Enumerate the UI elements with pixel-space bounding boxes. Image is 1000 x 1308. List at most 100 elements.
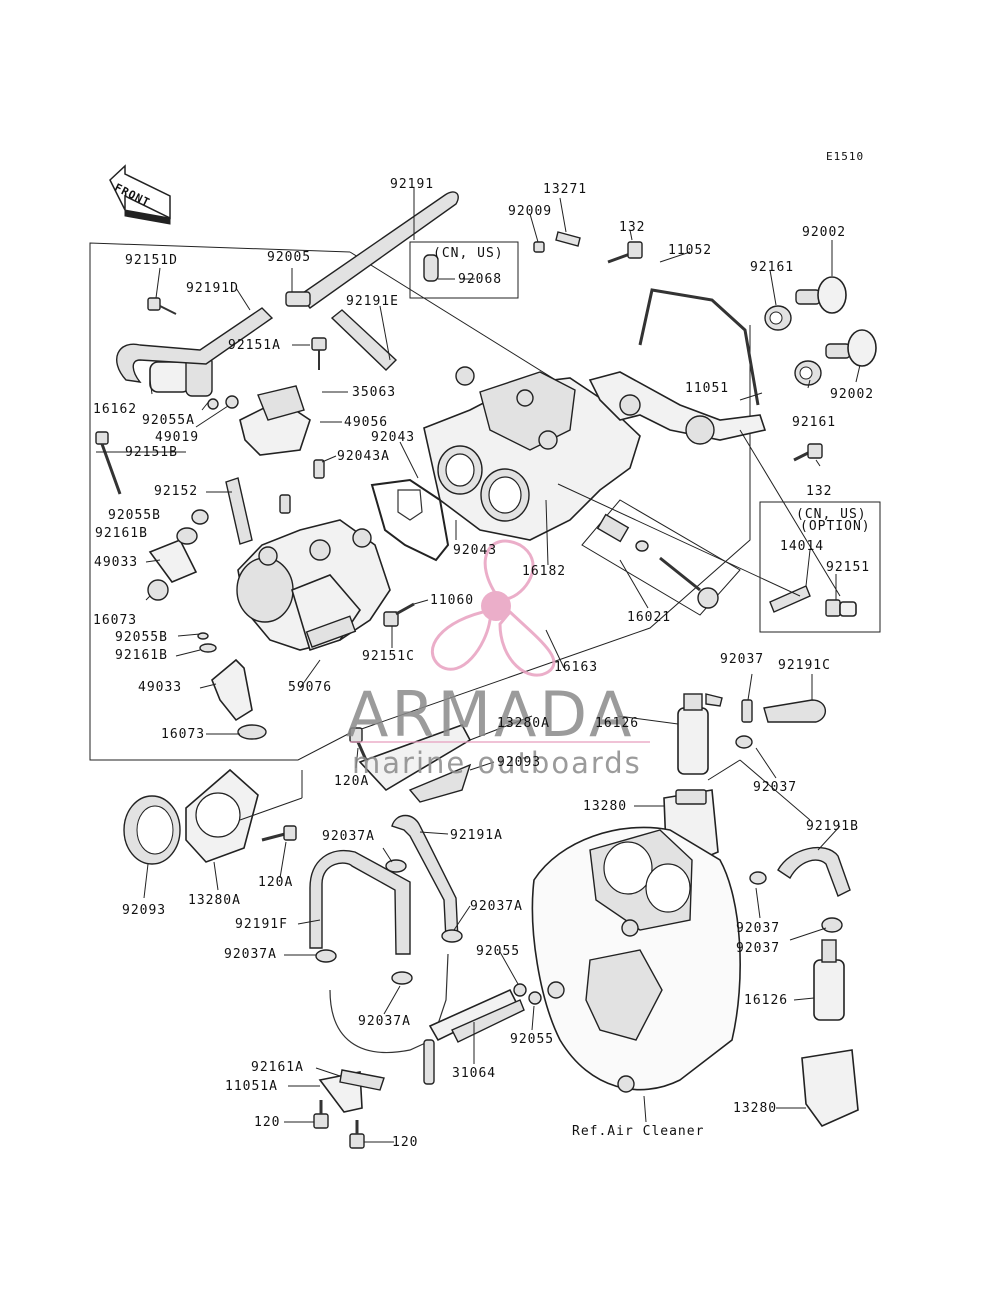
part-label: 92191F [235,917,288,932]
clamp-92037A [385,859,407,873]
flange-13280A [185,768,259,863]
part-label: 92191 [390,177,435,192]
part-label: 92037 [753,780,798,795]
part-label: 16126 [595,716,640,731]
throttle-body [423,366,641,541]
part-label: 16163 [554,660,599,675]
part-label: 92151C [362,649,415,664]
pressure-regulator [149,355,311,456]
watermark-brand: ARMADA [346,678,635,751]
screw-92009 [533,241,545,253]
part-label: 120A [334,774,370,789]
part-label: 13280A [188,893,241,908]
gasket-11060 [370,478,450,562]
seal-92093 [123,795,181,865]
part-label: 92151D [125,253,178,268]
part-label: 35063 [352,385,397,400]
part-label: 92161 [792,415,837,430]
collar-92161 [764,305,792,331]
part-label: 120A [258,875,294,890]
clamp-92037A [315,949,337,963]
screw-92151D [147,297,177,315]
part-label: 13280A [497,716,550,731]
fuel-rail-31064 [423,988,525,1085]
part-label: 11052 [668,243,713,258]
bolt-92151B [95,431,122,495]
bolt-120 [313,1100,329,1129]
bolt-132 [793,443,823,462]
holder-13280-lower [801,1049,859,1127]
hose-92191C [763,699,826,723]
part-label: 92037 [736,941,781,956]
part-label: 92191A [450,828,503,843]
part-label: 92191C [778,658,831,673]
clamp-92037A [441,929,463,943]
bolt-120 [349,1120,365,1149]
option-box-92068 [409,241,519,299]
part-label: 16182 [522,564,567,579]
hose-92191 [298,191,459,309]
hose-92191A [391,814,459,941]
part-label: 11051 [685,381,730,396]
part-label: 13280 [583,799,628,814]
bolt-120A [261,825,297,842]
part-label: 49033 [138,680,183,695]
part-label: 132 [619,220,646,235]
part-label: 92002 [830,387,875,402]
part-label: 92191B [806,819,859,834]
intake-manifold [236,519,391,652]
part-label: 92002 [802,225,847,240]
part-label: 92037A [358,1014,411,1029]
part-label: 49033 [94,555,139,570]
bolt-120A-center [349,727,368,761]
part-label: 92161 [750,260,795,275]
o-ring-92055 [513,983,527,997]
fuel-injector-49033 [147,538,198,601]
bolt-132 [607,241,643,264]
part-label: 92161B [95,526,148,541]
diagram-code: E1510 [826,150,865,163]
part-label: 13280 [733,1101,778,1116]
part-label: 92037 [720,652,765,667]
part-label: 92037 [736,921,781,936]
part-label: 92055A [142,413,195,428]
hose-92191F [309,850,411,955]
part-label: 92191D [186,281,239,296]
part-label: 92043A [337,449,390,464]
assembly-frame [89,242,351,761]
hose-line-loop [329,989,433,1054]
screw-92151A [311,337,327,370]
part-label: 92161A [251,1060,304,1075]
bolt-92151C [383,602,415,627]
part-label: 16162 [93,402,138,417]
part-label: 16126 [744,993,789,1008]
o-ring-92161B [176,527,198,545]
note-cn-us-option: (CN, US) [796,507,867,522]
note-cn-us: (CN, US) [433,246,504,261]
part-label: 49019 [155,430,200,445]
part-label: 92005 [267,250,312,265]
part-label: 92037A [470,899,523,914]
part-label: 132 [806,484,833,499]
armada-propeller-logo [430,539,556,677]
hose-92191B [777,846,851,897]
watermark-tagline: marine outboards [352,746,642,780]
leader-lines [96,187,861,1143]
part-label: 92037A [322,829,375,844]
part-label: 13271 [543,182,588,197]
part-label: 92093 [122,903,167,918]
spacer-92152 [225,477,253,545]
part-label: 49056 [344,415,389,430]
part-label: 92068 [458,272,503,287]
clip-13271 [555,231,581,247]
note-option: (OPTION) [800,519,871,534]
hose-92191D [116,307,274,383]
part-label: 92055B [115,630,168,645]
collar-92161 [794,360,822,386]
part-label: 92093 [497,755,542,770]
sensor-16021 [581,499,741,616]
front-arrow-icon [109,164,171,225]
part-label: 92152 [154,484,199,499]
